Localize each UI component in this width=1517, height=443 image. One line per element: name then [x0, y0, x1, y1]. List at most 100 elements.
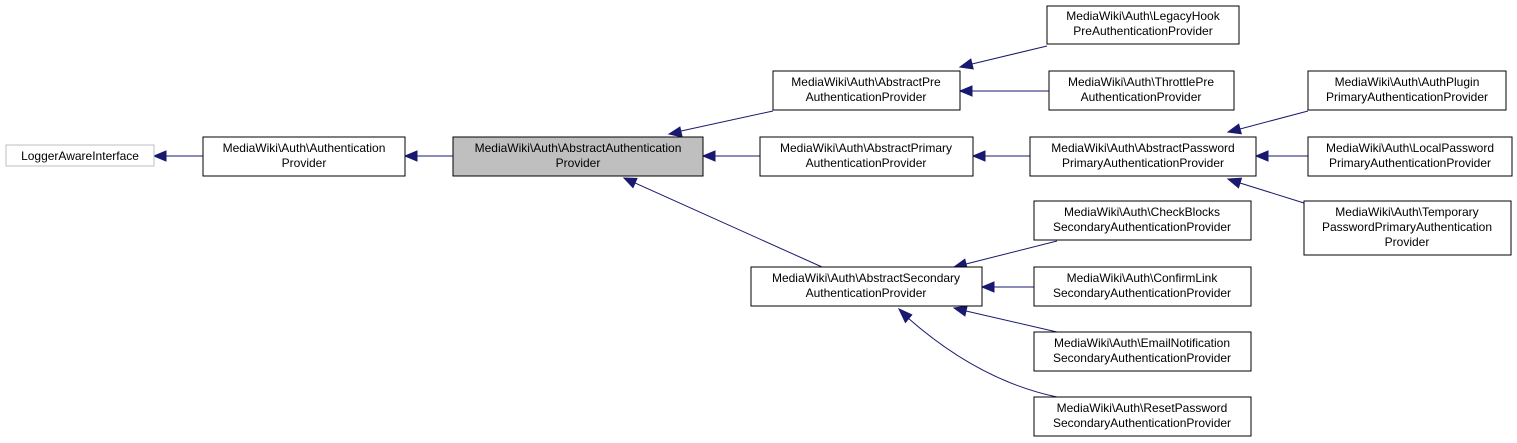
node-label-line: MediaWiki\Auth\AuthPlugin — [1335, 75, 1480, 89]
class-nodes: LoggerAwareInterface MediaWiki\Auth\Auth… — [5, 5, 1513, 437]
edge-arrowhead — [152, 150, 167, 162]
edge-line — [680, 110, 774, 132]
node-label-line: PrimaryAuthenticationProvider — [1329, 156, 1491, 170]
node-box — [1048, 70, 1235, 111]
inheritance-edges — [152, 45, 1309, 398]
node-label-line: MediaWiki\Auth\ConfirmLink — [1067, 271, 1219, 285]
node-box — [1033, 266, 1252, 307]
node-label-line: MediaWiki\Auth\AbstractPre — [791, 75, 941, 89]
edge-arrowhead — [971, 150, 986, 162]
node-label-line: Provider — [282, 156, 327, 170]
node-box — [1046, 5, 1240, 45]
node-label-line: PrimaryAuthenticationProvider — [1326, 90, 1488, 104]
edge-legacy-hook-to-abstract-pre — [958, 45, 1048, 70]
edge-arrowhead — [1226, 123, 1242, 135]
node-legacy-hook-pre-authentication-provider[interactable]: MediaWiki\Auth\LegacyHook PreAuthenticat… — [1046, 5, 1240, 45]
node-abstract-secondary-authentication-provider[interactable]: MediaWiki\Auth\AbstractSecondary Authent… — [750, 266, 983, 307]
node-label-line: PrimaryAuthenticationProvider — [1062, 156, 1224, 170]
node-label-line: MediaWiki\Auth\AbstractPassword — [1051, 141, 1234, 155]
edge-line — [971, 45, 1048, 65]
edge-arrowhead — [403, 150, 418, 162]
edge-local-password-to-abstract-password — [1254, 150, 1308, 162]
edge-abstract-secondary-to-abstract-authentication-provider — [622, 177, 823, 268]
node-box — [5, 144, 155, 167]
node-box — [1033, 396, 1252, 437]
edge-line — [907, 317, 1058, 398]
node-label-line: MediaWiki\Auth\ThrottlePre — [1068, 75, 1214, 89]
node-box — [772, 70, 961, 111]
node-check-blocks-secondary-authentication-provider[interactable]: MediaWiki\Auth\CheckBlocks SecondaryAuth… — [1033, 200, 1252, 241]
node-label-line: AuthenticationProvider — [806, 156, 927, 170]
node-label-line: MediaWiki\Auth\EmailNotification — [1054, 336, 1230, 350]
edge-auth-plugin-to-abstract-password — [1226, 110, 1309, 135]
edge-arrowhead — [622, 177, 638, 189]
node-box — [759, 136, 974, 177]
node-label-line: MediaWiki\Auth\Temporary — [1335, 205, 1478, 219]
node-label-line: SecondaryAuthenticationProvider — [1053, 416, 1231, 430]
edge-line — [1239, 182, 1305, 204]
edge-abstract-primary-to-abstract-authentication-provider — [701, 150, 760, 162]
node-label-line: SecondaryAuthenticationProvider — [1053, 286, 1231, 300]
node-box — [1307, 136, 1513, 177]
edge-line — [965, 310, 1058, 333]
edge-line — [965, 240, 1058, 265]
node-authentication-provider[interactable]: MediaWiki\Auth\Authentication Provider — [202, 136, 406, 177]
node-box — [1307, 70, 1507, 111]
node-label-line: PasswordPrimaryAuthentication — [1322, 220, 1492, 234]
node-label-line: MediaWiki\Auth\AbstractPrimary — [780, 141, 952, 155]
node-label-line: Provider — [556, 156, 601, 170]
node-label-line: AuthenticationProvider — [806, 90, 927, 104]
edge-arrowhead — [701, 150, 716, 162]
node-label-line: MediaWiki\Auth\Authentication — [223, 141, 386, 155]
node-throttle-pre-authentication-provider[interactable]: MediaWiki\Auth\ThrottlePre Authenticatio… — [1048, 70, 1235, 111]
node-local-password-primary-authentication-provider[interactable]: MediaWiki\Auth\LocalPassword PrimaryAuth… — [1307, 136, 1513, 177]
edge-email-notification-to-abstract-secondary — [952, 305, 1058, 333]
edge-arrowhead — [980, 281, 995, 293]
edge-arrowhead — [1226, 177, 1243, 189]
node-box — [750, 266, 983, 307]
node-reset-password-secondary-authentication-provider[interactable]: MediaWiki\Auth\ResetPassword SecondaryAu… — [1033, 396, 1252, 437]
edge-abstract-pre-to-abstract-authentication-provider — [667, 110, 774, 138]
node-label-line: MediaWiki\Auth\LegacyHook — [1066, 9, 1220, 23]
edge-arrowhead — [958, 58, 974, 70]
edge-line — [1239, 110, 1309, 130]
node-box — [1303, 200, 1512, 256]
node-box — [202, 136, 406, 177]
node-abstract-pre-authentication-provider[interactable]: MediaWiki\Auth\AbstractPre Authenticatio… — [772, 70, 961, 111]
edge-reset-password-to-abstract-secondary — [897, 307, 1058, 398]
edge-temporary-password-to-abstract-password — [1226, 177, 1305, 204]
node-abstract-primary-authentication-provider[interactable]: MediaWiki\Auth\AbstractPrimary Authentic… — [759, 136, 974, 177]
node-auth-plugin-primary-authentication-provider[interactable]: MediaWiki\Auth\AuthPlugin PrimaryAuthent… — [1307, 70, 1507, 111]
node-box — [1033, 200, 1252, 241]
node-temporary-password-primary-authentication-provider[interactable]: MediaWiki\Auth\Temporary PasswordPrimary… — [1303, 200, 1512, 256]
node-email-notification-secondary-authentication-provider[interactable]: MediaWiki\Auth\EmailNotification Seconda… — [1033, 331, 1252, 372]
node-label-line: SecondaryAuthenticationProvider — [1053, 220, 1231, 234]
edge-arrowhead — [952, 305, 968, 317]
node-box — [1029, 136, 1257, 177]
node-box — [1033, 331, 1252, 372]
node-logger-aware-interface[interactable]: LoggerAwareInterface — [5, 144, 155, 167]
edge-arrowhead — [667, 126, 683, 138]
edge-arrowhead — [958, 85, 973, 97]
node-abstract-password-primary-authentication-provider[interactable]: MediaWiki\Auth\AbstractPassword PrimaryA… — [1029, 136, 1257, 177]
edge-throttle-pre-to-abstract-pre — [958, 85, 1049, 97]
edge-arrowhead — [1254, 150, 1269, 162]
node-label-line: MediaWiki\Auth\AbstractAuthentication — [475, 141, 682, 155]
edge-confirm-link-to-abstract-secondary — [980, 281, 1034, 293]
edge-arrowhead — [897, 307, 913, 324]
node-label-line: LoggerAwareInterface — [21, 149, 139, 163]
node-label-line: AuthenticationProvider — [1081, 90, 1202, 104]
edge-authentication-provider-to-logger-aware-interface — [152, 150, 203, 162]
edge-line — [634, 182, 823, 268]
edge-abstract-authentication-provider-to-authentication-provider — [403, 150, 453, 162]
node-abstract-authentication-provider[interactable]: MediaWiki\Auth\AbstractAuthentication Pr… — [452, 136, 704, 177]
node-confirm-link-secondary-authentication-provider[interactable]: MediaWiki\Auth\ConfirmLink SecondaryAuth… — [1033, 266, 1252, 307]
node-label-line: MediaWiki\Auth\LocalPassword — [1326, 141, 1494, 155]
node-label-line: MediaWiki\Auth\ResetPassword — [1057, 401, 1228, 415]
node-label-line: PreAuthenticationProvider — [1073, 24, 1212, 38]
edge-abstract-password-to-abstract-primary — [971, 150, 1030, 162]
node-label-line: Provider — [1385, 235, 1430, 249]
node-label-line: SecondaryAuthenticationProvider — [1053, 351, 1231, 365]
